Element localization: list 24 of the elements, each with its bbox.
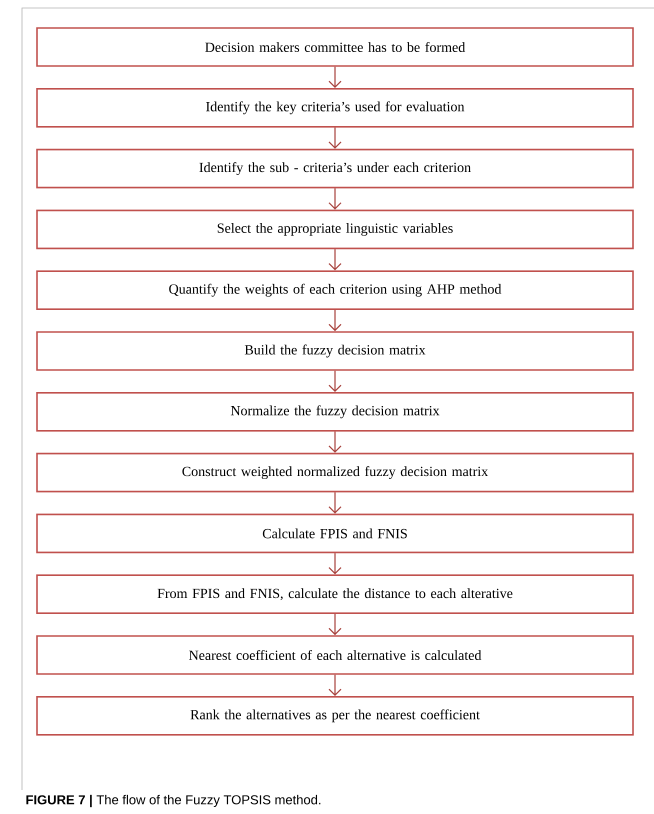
arrow [328, 674, 342, 696]
arrow [328, 370, 342, 392]
process-box: Build the fuzzy decision matrix [36, 331, 634, 371]
process-box: Nearest coefficient of each alternative is calculated [36, 635, 634, 675]
process-box: From FPIS and FNIS, calculate the distance to each alterative [36, 574, 634, 614]
arrow [328, 310, 342, 332]
process-box: Select the appropriate linguistic variables [36, 210, 634, 250]
process-box: Identify the sub - criteria’s under each criterion [36, 148, 634, 188]
process-box: Calculate FPIS and FNIS [36, 514, 634, 554]
arrow [328, 66, 342, 88]
process-box: Quantify the weights of each criterion using AHP method [36, 270, 634, 310]
process-box: Identify the key criteria’s used for evaluation [36, 88, 634, 128]
arrow [328, 128, 342, 149]
caption: FIGURE 7 | The flow of the Fuzzy TOPSIS method. [26, 794, 320, 808]
process-box: Rank the alternatives as per the nearest coefficient [36, 696, 634, 736]
process-box: Decision makers committee has to be formed [36, 27, 634, 67]
process-box: Normalize the fuzzy decision matrix [36, 392, 634, 432]
arrow [328, 188, 342, 210]
arrow [328, 432, 342, 453]
arrow [328, 614, 342, 636]
arrow [328, 249, 342, 270]
arrow [328, 492, 342, 514]
arrow [328, 553, 342, 574]
process-box: Construct weighted normalized fuzzy decision matrix [36, 452, 634, 492]
